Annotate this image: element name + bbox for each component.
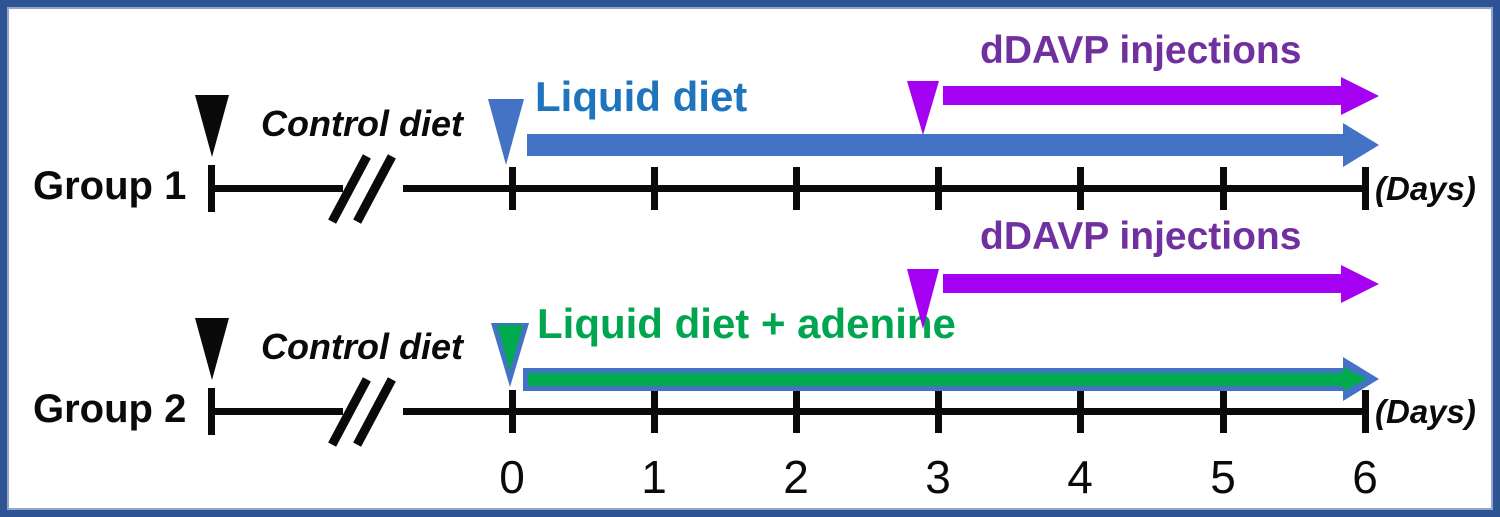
day-number-2: 2 [783, 451, 809, 503]
group-1-timeline-axis [210, 185, 1367, 192]
group-1-ddavp-label: dDAVP injections [980, 29, 1302, 72]
day-number-4: 4 [1067, 451, 1093, 503]
group-1-tick-day-2 [793, 167, 800, 210]
group-1-tick-day-1 [651, 167, 658, 210]
day-number-3: 3 [925, 451, 951, 503]
group-1-tick-day-3 [935, 167, 942, 210]
group-2-tick-day-1 [651, 390, 658, 433]
group-2-diet-label: Liquid diet + adenine [537, 300, 956, 347]
group-1-ddavp-arrow [943, 86, 1345, 105]
group-2-tick-day-3 [935, 390, 942, 433]
day-number-5: 5 [1210, 451, 1236, 503]
group-2-ddavp-label: dDAVP injections [980, 215, 1302, 258]
group-1-tick-day-6 [1362, 167, 1369, 210]
control-diet-start-marker-icon [195, 318, 229, 380]
group-2-tick-day-0 [509, 390, 516, 433]
group-1-row: Group 1 Control diet Liquid diet dDAVP i… [7, 7, 1493, 510]
group-2-row: Group 2 Control diet Liquid diet + adeni… [7, 7, 1493, 510]
group-2-adenine-diet-arrow [523, 368, 1347, 391]
group-2-ddavp-arrowhead-icon [1341, 265, 1379, 303]
day-number-0: 0 [499, 451, 525, 503]
group-1-label: Group 1 [33, 164, 187, 208]
group-2-start-tick [208, 388, 215, 435]
group-1-control-diet-label: Control diet [261, 103, 463, 144]
day-number-1: 1 [641, 451, 667, 503]
group-2-tick-day-4 [1077, 390, 1084, 433]
group-2-label: Group 2 [33, 387, 187, 431]
group-2-tick-day-2 [793, 390, 800, 433]
group-2-control-diet-label: Control diet [261, 326, 463, 367]
group-1-days-unit-label: (Days) [1375, 170, 1476, 207]
group-1-liquid-diet-arrow [527, 134, 1347, 156]
group-2-tick-day-5 [1220, 390, 1227, 433]
adenine-diet-start-marker-inner-icon [497, 325, 523, 371]
group-1-diet-label: Liquid diet [535, 73, 748, 120]
group-1-tick-day-5 [1220, 167, 1227, 210]
group-1-tick-day-0 [509, 167, 516, 210]
group-1-tick-day-4 [1077, 167, 1084, 210]
group-2-timeline-axis [210, 408, 1367, 415]
group-2-tick-day-6 [1362, 390, 1369, 433]
group-1-start-tick [208, 165, 215, 212]
group-2-ddavp-arrow [943, 274, 1345, 293]
group-2-days-unit-label: (Days) [1375, 393, 1476, 430]
day-number-6: 6 [1352, 451, 1378, 503]
